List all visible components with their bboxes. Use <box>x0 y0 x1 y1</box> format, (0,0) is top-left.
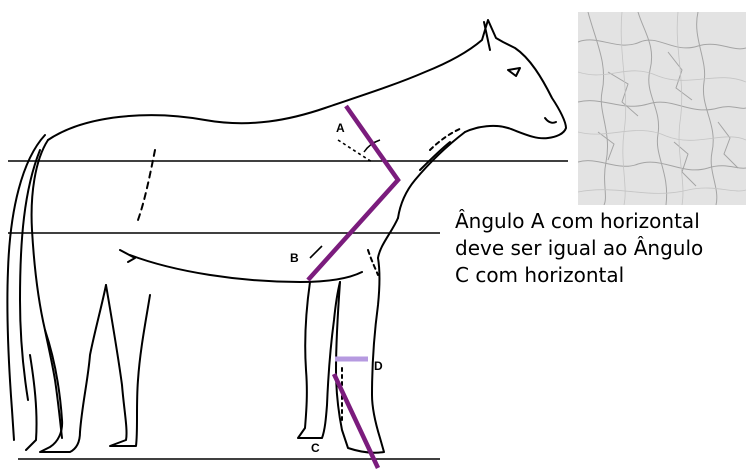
label-angle-b: B <box>290 251 299 265</box>
angle-a-hint <box>338 140 372 162</box>
angle-caption: Ângulo A com horizontal deve ser igual a… <box>455 208 755 289</box>
label-point-d: D <box>374 359 383 373</box>
shoulder-pastern-angle-line <box>308 106 398 280</box>
marble-texture-image <box>578 12 746 205</box>
label-angle-a: A <box>336 121 345 135</box>
angle-b-hint <box>310 246 322 258</box>
label-angle-c: C <box>311 441 320 455</box>
